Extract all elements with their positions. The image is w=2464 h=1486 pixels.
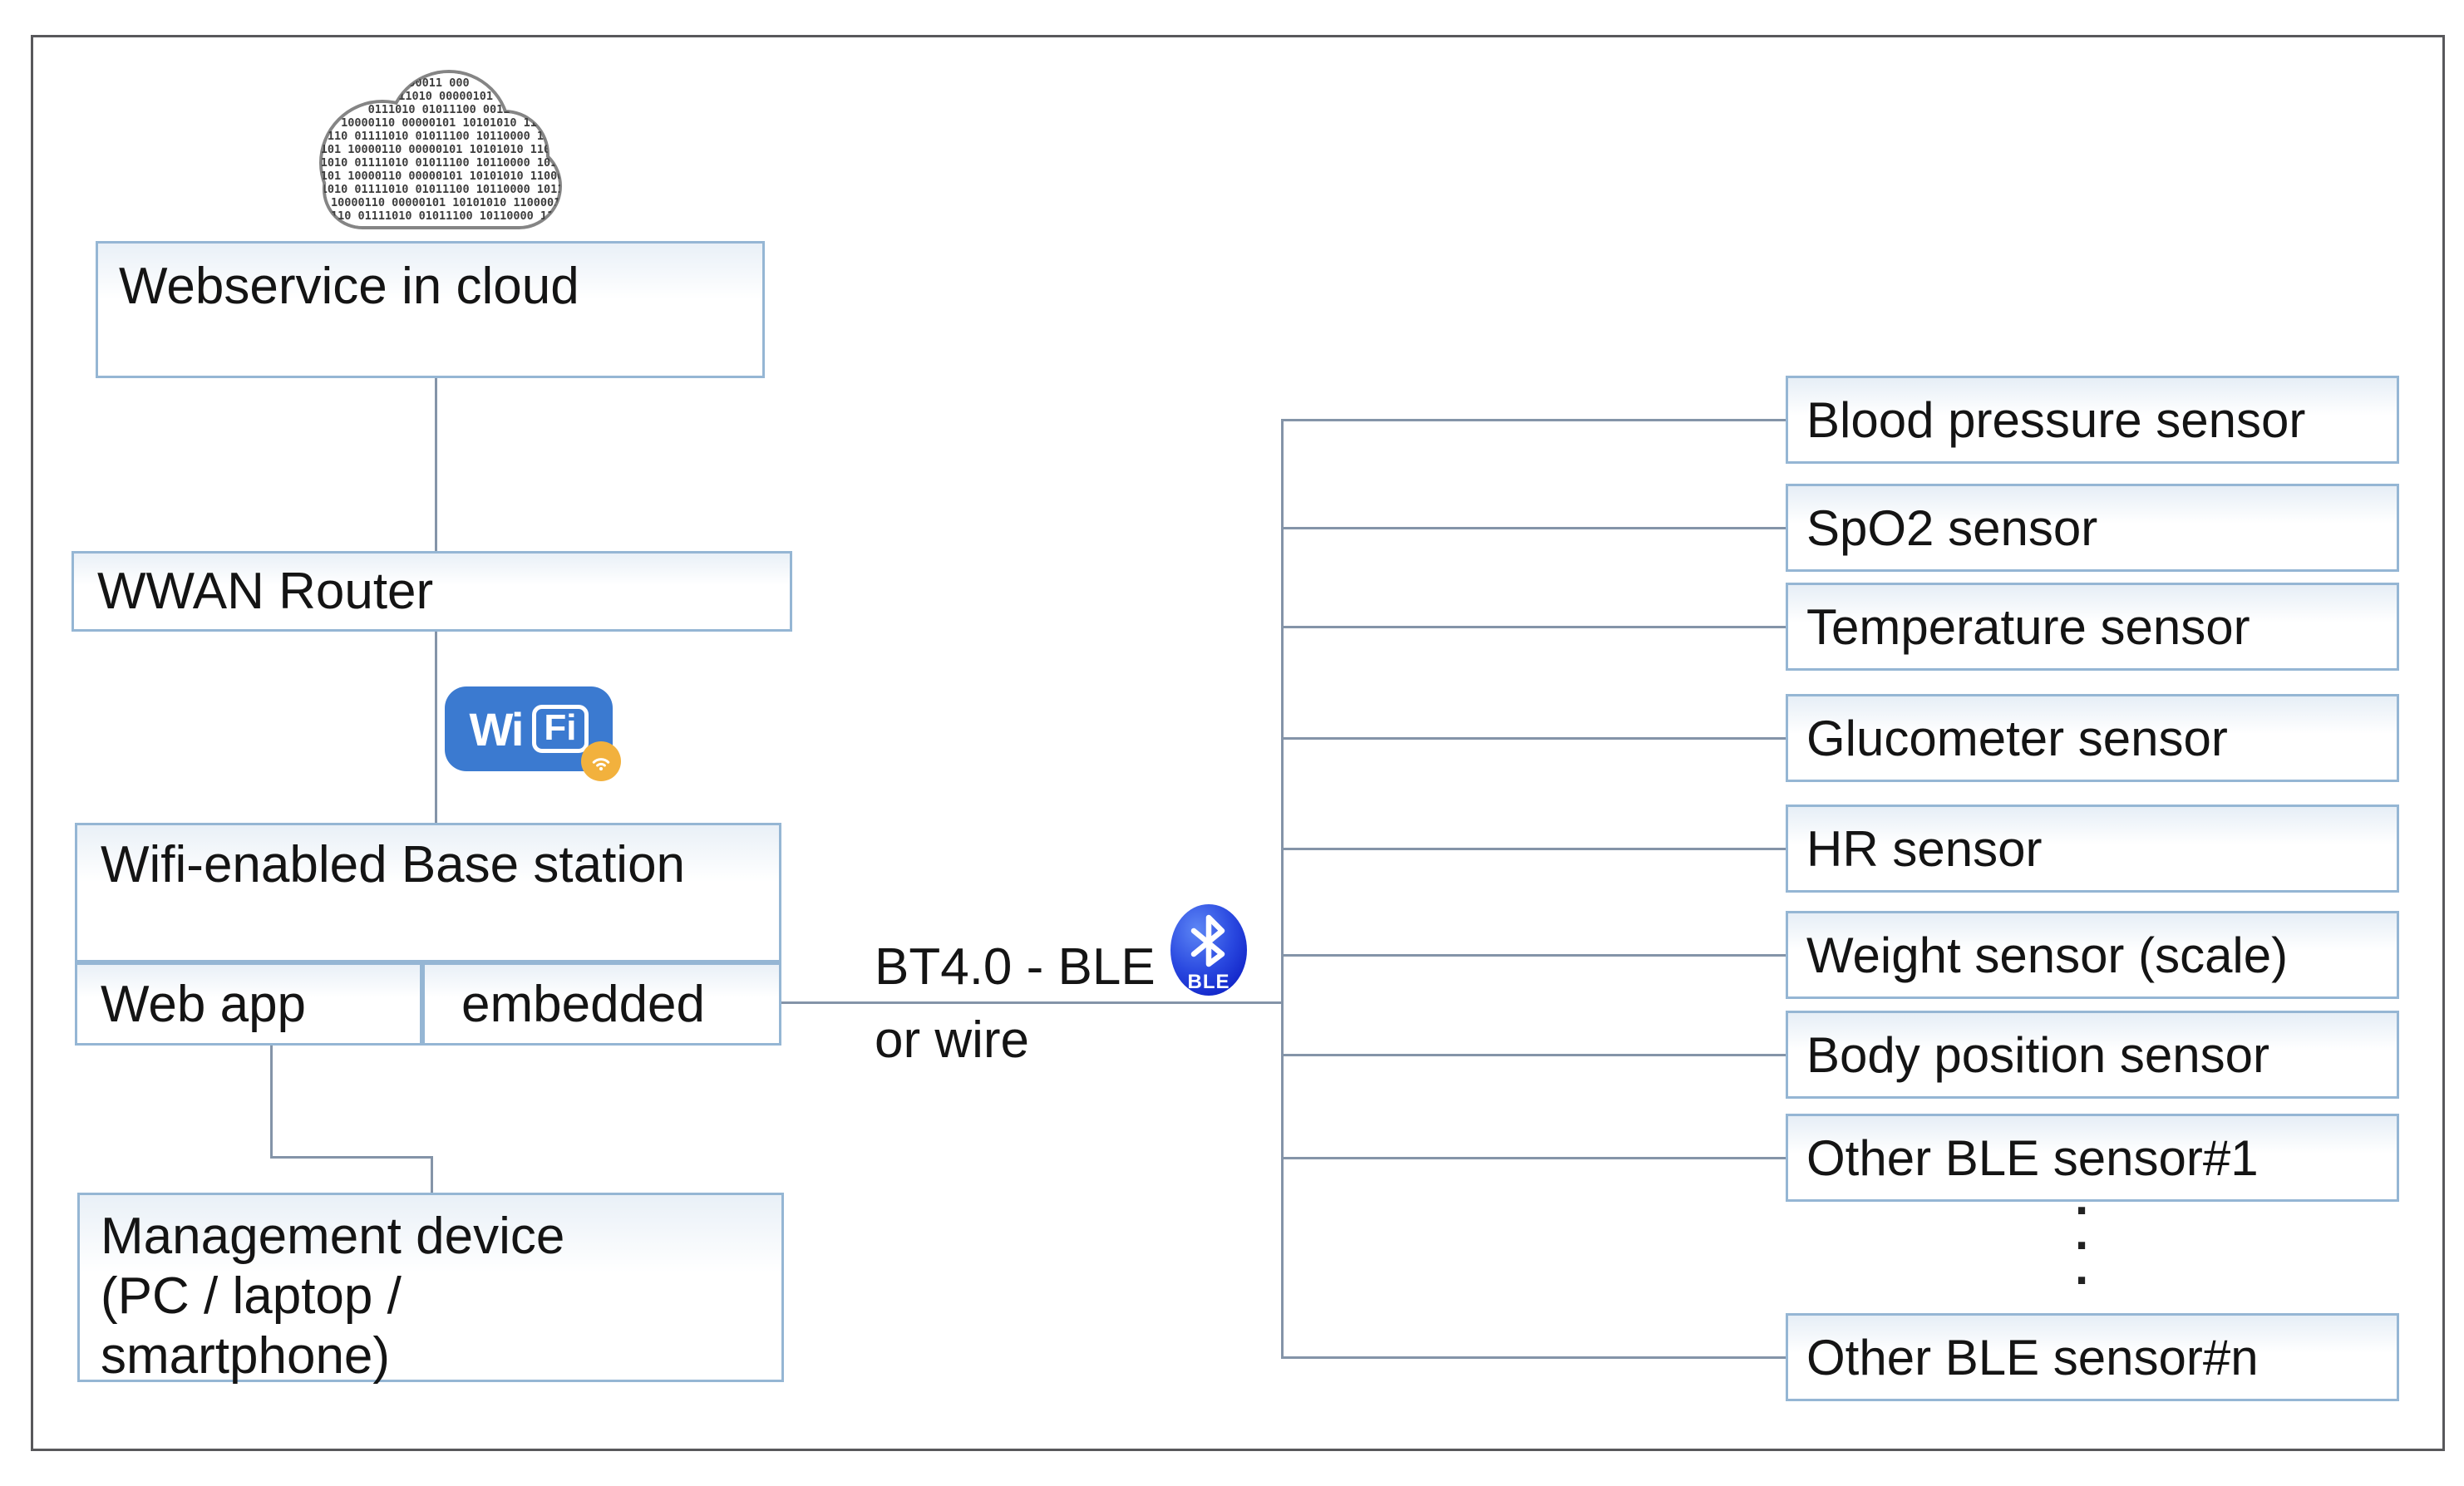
- node-web-app-label: Web app: [101, 975, 307, 1033]
- connector-webapp-down: [270, 1046, 273, 1159]
- node-management-device-line2: (PC / laptop /: [101, 1267, 402, 1325]
- node-base-station-label: Wifi-enabled Base station: [101, 836, 686, 893]
- bluetooth-ble-icon: BLE: [1170, 904, 1247, 996]
- sensor-label: Temperature sensor: [1806, 598, 2250, 655]
- node-wwan-router: WWAN Router: [71, 551, 792, 632]
- stub-glucometer: [1281, 737, 1786, 740]
- node-embedded-label: embedded: [461, 975, 706, 1033]
- sensor-label: Weight sensor (scale): [1806, 927, 2289, 983]
- sensor-box-weight: Weight sensor (scale): [1786, 911, 2399, 999]
- sensor-label: HR sensor: [1806, 820, 2043, 877]
- svg-text:01110 01111010 01011100 101100: 01110 01111010 01011100 10110000 110: [318, 209, 561, 223]
- connector-webservice-to-wwan: [435, 378, 437, 551]
- sensor-box-other-ble-1: Other BLE sensor#1: [1786, 1114, 2399, 1202]
- svg-text:0111010 01111010 01011100 1011: 0111010 01111010 01011100 10110000 10111…: [300, 156, 577, 170]
- node-wwan-router-label: WWAN Router: [97, 563, 434, 620]
- node-embedded: embedded: [422, 962, 781, 1046]
- svg-text:00011 000: 00011 000: [408, 76, 469, 90]
- sensor-box-hr: HR sensor: [1786, 805, 2399, 893]
- sensor-box-other-ble-n: Other BLE sensor#n: [1786, 1313, 2399, 1401]
- sensor-box-glucometer: Glucometer sensor: [1786, 694, 2399, 782]
- sensor-box-blood-pressure: Blood pressure sensor: [1786, 376, 2399, 464]
- ellipsis-dot: ·: [2075, 1253, 2092, 1307]
- stub-temperature: [1281, 626, 1786, 628]
- svg-text:011101 10000110 00000101 10101: 011101 10000110 00000101 10101010 110001…: [300, 170, 577, 183]
- ble-icon-label: BLE: [1188, 971, 1230, 993]
- sensor-box-spo2: SpO2 sensor: [1786, 484, 2399, 572]
- stub-blood-pressure: [1281, 419, 1786, 421]
- svg-text:10000110 00000101 10101010 11: 10000110 00000101 10101010 11: [341, 116, 537, 130]
- sensor-label: Other BLE sensor#1: [1806, 1129, 2259, 1186]
- sensor-list-ellipsis: · · ·: [2075, 1183, 2092, 1307]
- binary-cloud-icon: 00011 000 0011010 00000101 0111010 01011…: [297, 70, 579, 229]
- svg-text:0111010 01011100 0011: 0111010 01011100 0011: [368, 103, 510, 116]
- svg-text:0011010 00000101: 0011010 00000101: [385, 90, 493, 103]
- wifi-waves-icon: [592, 758, 610, 771]
- connector-embedded-to-trunk: [781, 1001, 1283, 1004]
- node-webservice-in-cloud: Webservice in cloud: [96, 241, 765, 378]
- stub-weight: [1281, 954, 1786, 957]
- sensor-box-body-position: Body position sensor: [1786, 1011, 2399, 1099]
- sensor-label: Glucometer sensor: [1806, 710, 2228, 766]
- bt-alt-label: or wire: [875, 1011, 1030, 1069]
- stub-other-ble-1: [1281, 1157, 1786, 1159]
- wifi-icon-wi-text: Wi: [469, 702, 524, 755]
- connector-wwan-to-base-station: [435, 632, 437, 823]
- stub-body-position: [1281, 1054, 1786, 1056]
- ellipsis-dot: ·: [2075, 1218, 2092, 1272]
- node-management-device-line3: smartphone): [101, 1327, 391, 1385]
- bluetooth-rune-icon: [1190, 914, 1225, 967]
- node-management-device: Management device (PC / laptop / smartph…: [77, 1193, 784, 1385]
- wifi-icon-fi-text: Fi: [532, 705, 589, 753]
- ellipsis-dot: ·: [2075, 1183, 2092, 1238]
- connector-to-management: [431, 1156, 433, 1193]
- node-base-station: Wifi-enabled Base station: [75, 823, 781, 962]
- svg-text:110 01111010 01011100 10110000: 110 01111010 01011100 10110000 11: [328, 130, 550, 143]
- stub-other-ble-n: [1281, 1356, 1786, 1359]
- wifi-icon-orange-dot: [581, 741, 621, 781]
- svg-text:0001 10000110 00000101 1010101: 0001 10000110 00000101 10101010 11000010…: [297, 196, 579, 209]
- stub-hr: [1281, 848, 1786, 850]
- node-management-device-line1: Management device: [101, 1208, 565, 1265]
- svg-text:0111010 01111010 01011100 1011: 0111010 01111010 01011100 10110000 10111…: [300, 183, 577, 196]
- sensor-box-temperature: Temperature sensor: [1786, 583, 2399, 671]
- sensor-label: SpO2 sensor: [1806, 499, 2098, 556]
- node-webservice-label: Webservice in cloud: [119, 258, 579, 315]
- bt-protocol-label: BT4.0 - BLE: [875, 938, 1156, 996]
- connector-sensor-trunk: [1281, 419, 1284, 1359]
- stub-spo2: [1281, 527, 1786, 529]
- wifi-icon: Wi Fi: [445, 686, 621, 781]
- svg-text:00101 10000110 00000101 101010: 00101 10000110 00000101 10101010 110011: [308, 143, 571, 156]
- sensor-label: Body position sensor: [1806, 1026, 2269, 1083]
- connector-webapp-elbow: [270, 1156, 433, 1159]
- sensor-label: Blood pressure sensor: [1806, 391, 2306, 448]
- sensor-label: Other BLE sensor#n: [1806, 1329, 2259, 1385]
- node-web-app: Web app: [75, 962, 422, 1046]
